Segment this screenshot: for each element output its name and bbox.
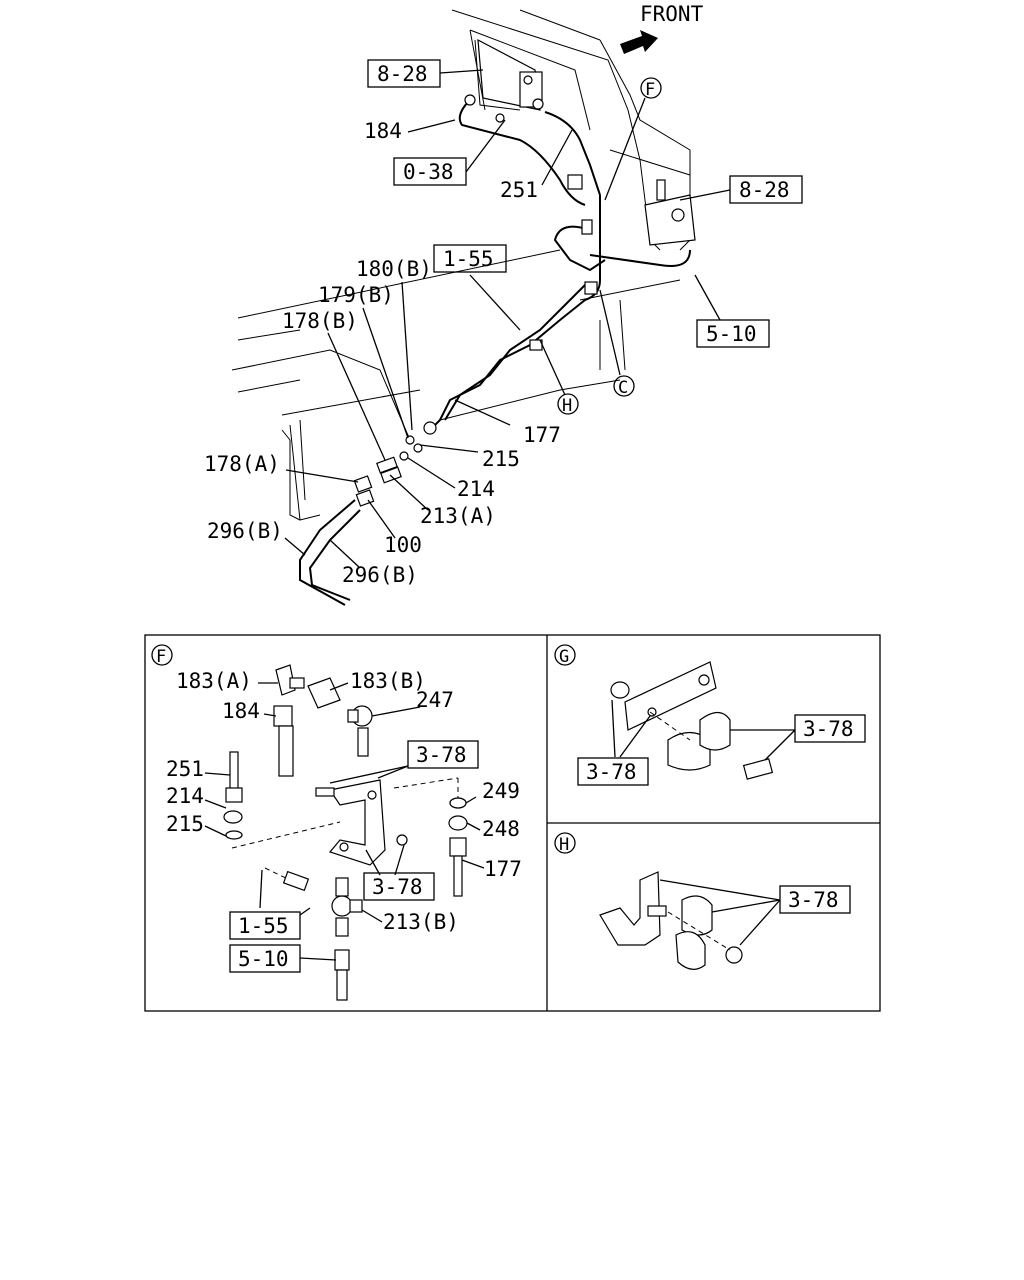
circle-c-marker [613, 375, 635, 397]
panel-h-tag-circle [554, 832, 576, 854]
ref-8-28-right: 8-28 [739, 178, 790, 202]
panel-h-ref-3-78: 3-78 [788, 888, 839, 912]
panel-f-label-183a: 183(A) [176, 669, 252, 693]
ref-box-0-38 [393, 157, 467, 186]
label-213a: 213(A) [420, 504, 496, 528]
front-arrow-icon [620, 30, 658, 54]
panel-g-tag: G [559, 647, 569, 667]
panel-f-ref-box-3-78-a [407, 740, 479, 769]
panel-h: H 3-78 [554, 832, 851, 970]
circle-c-text: C [618, 378, 628, 398]
label-179b: 179(B) [318, 283, 394, 307]
panel-f-label-183b: 183(B) [350, 669, 426, 693]
label-296b-left: 296(B) [207, 519, 283, 543]
detail-panels: F [144, 634, 881, 1012]
ref-box-8-28-top [367, 59, 441, 88]
label-100: 100 [384, 533, 422, 557]
ref-8-28-top: 8-28 [377, 62, 428, 86]
front-label: FRONT [640, 2, 704, 26]
panel-h-ref-box [779, 885, 851, 914]
ref-box-5-10 [696, 319, 770, 348]
panel-f-ref-box-3-78-b [363, 872, 435, 901]
ref-1-55: 1-55 [443, 247, 494, 271]
panel-f-ref-box-1-55 [229, 911, 301, 940]
panel-f-tag: F [156, 647, 166, 667]
panel-f-ref-box-5-10 [229, 944, 301, 973]
label-180b: 180(B) [356, 257, 432, 281]
label-296b-bottom: 296(B) [342, 563, 418, 587]
panel-f-ref-1-55: 1-55 [238, 914, 289, 938]
panel-g-ref-3-78-a: 3-78 [803, 717, 854, 741]
ref-5-10: 5-10 [706, 322, 757, 346]
circle-f-marker [640, 77, 662, 99]
panel-f-label-247: 247 [416, 688, 454, 712]
ref-box-8-28-right [729, 175, 803, 204]
panel-g-ref-3-78-b: 3-78 [586, 760, 637, 784]
panel-f-label-251: 251 [166, 757, 204, 781]
panel-g-ref-box-b [577, 757, 649, 786]
label-178b: 178(B) [282, 309, 358, 333]
panel-f-label-249: 249 [482, 779, 520, 803]
panel-f-label-214: 214 [166, 784, 204, 808]
label-214: 214 [457, 477, 495, 501]
label-215: 215 [482, 447, 520, 471]
circle-h-marker [557, 393, 579, 415]
panel-g: G 3-78 3-78 [554, 644, 866, 786]
ref-box-1-55 [433, 244, 507, 273]
panel-g-tag-circle [554, 644, 576, 666]
label-251: 251 [500, 178, 538, 202]
panel-g-ref-box-a [794, 714, 866, 743]
circle-f-text: F [645, 80, 655, 100]
panel-f-label-213b: 213(B) [383, 910, 459, 934]
panel-f-label-184: 184 [222, 699, 260, 723]
panel-f-label-215: 215 [166, 812, 204, 836]
ref-0-38: 0-38 [403, 160, 454, 184]
main-assembly-drawing: FRONT [204, 2, 803, 606]
panel-f-label-177: 177 [484, 857, 522, 881]
circle-h-text: H [562, 396, 572, 416]
label-178a: 178(A) [204, 452, 280, 476]
panel-f: F [151, 644, 522, 1001]
label-184: 184 [364, 119, 402, 143]
label-177: 177 [523, 423, 561, 447]
panel-f-ref-3-78-b: 3-78 [372, 875, 423, 899]
panel-f-label-248: 248 [482, 817, 520, 841]
panel-f-ref-5-10: 5-10 [238, 947, 289, 971]
panel-h-tag: H [559, 835, 569, 855]
panel-f-ref-3-78-a: 3-78 [416, 743, 467, 767]
panel-f-tag-circle [151, 644, 173, 666]
